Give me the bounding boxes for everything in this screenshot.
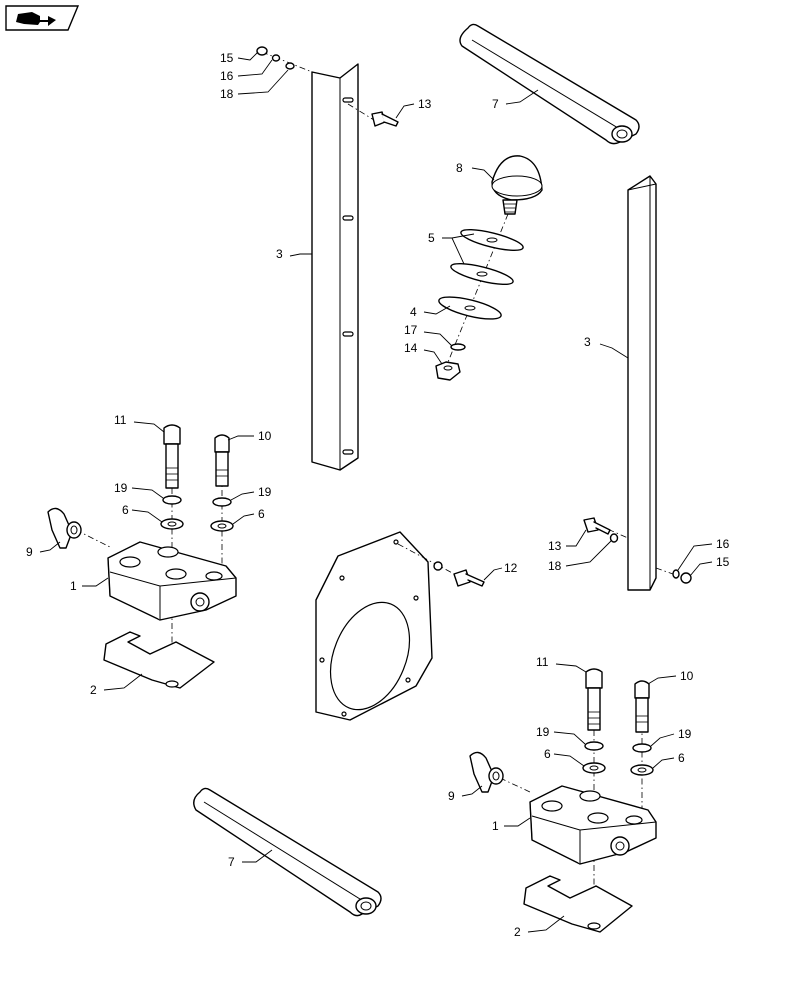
callout-1-right: 1 bbox=[492, 817, 531, 833]
svg-text:6: 6 bbox=[122, 503, 129, 517]
callout-13-top: 13 bbox=[395, 97, 432, 119]
svg-text:6: 6 bbox=[678, 751, 685, 765]
svg-text:12: 12 bbox=[504, 561, 518, 575]
bolt-part-10-right bbox=[634, 680, 650, 830]
svg-text:18: 18 bbox=[548, 559, 562, 573]
svg-text:2: 2 bbox=[514, 925, 521, 939]
bracket-part-1-left bbox=[107, 541, 237, 621]
callout-11-left: 11 bbox=[114, 413, 165, 433]
washers-right bbox=[582, 741, 654, 776]
svg-text:14: 14 bbox=[404, 341, 418, 355]
svg-text:19: 19 bbox=[678, 727, 692, 741]
plate-part-2-right bbox=[523, 875, 633, 933]
callout-13-right: 13 bbox=[548, 529, 587, 553]
svg-text:2: 2 bbox=[90, 683, 97, 697]
callout-8: 8 bbox=[456, 161, 495, 181]
callout-16-right: 16 bbox=[677, 537, 730, 571]
clip-part-9-left bbox=[47, 507, 113, 549]
callout-10-right: 10 bbox=[647, 669, 694, 685]
svg-text:10: 10 bbox=[258, 429, 272, 443]
svg-text:6: 6 bbox=[258, 507, 265, 521]
clip-part-9-right bbox=[469, 751, 531, 793]
callout-18-top: 18 bbox=[220, 69, 289, 101]
callout-2-left: 2 bbox=[90, 673, 143, 697]
svg-text:15: 15 bbox=[716, 555, 730, 569]
callout-7-top: 7 bbox=[492, 89, 539, 111]
callout-6-left-b: 6 bbox=[232, 507, 265, 525]
callout-19-left-a: 19 bbox=[114, 481, 164, 499]
svg-text:8: 8 bbox=[456, 161, 463, 175]
bolt-part-13-top bbox=[347, 103, 399, 127]
mounting-plate-center bbox=[315, 531, 433, 721]
washers-left bbox=[160, 495, 234, 532]
callout-4: 4 bbox=[410, 305, 451, 319]
callout-3-left: 3 bbox=[276, 247, 312, 261]
svg-text:16: 16 bbox=[716, 537, 730, 551]
svg-text:17: 17 bbox=[404, 323, 418, 337]
svg-text:19: 19 bbox=[536, 725, 550, 739]
callout-12: 12 bbox=[483, 561, 518, 581]
svg-text:5: 5 bbox=[428, 231, 435, 245]
bracket-part-1-right bbox=[529, 785, 657, 865]
upright-part-3-right bbox=[627, 175, 657, 591]
callout-1-left: 1 bbox=[70, 577, 109, 593]
washer-part-4 bbox=[438, 296, 502, 320]
svg-text:11: 11 bbox=[536, 655, 549, 669]
svg-text:10: 10 bbox=[680, 669, 694, 683]
callout-9-left: 9 bbox=[26, 541, 61, 559]
bolt-part-10-left bbox=[214, 434, 230, 590]
svg-text:1: 1 bbox=[70, 579, 77, 593]
lock-washer-part-17 bbox=[450, 343, 466, 351]
svg-text:11: 11 bbox=[114, 413, 127, 427]
svg-text:7: 7 bbox=[492, 97, 499, 111]
svg-text:13: 13 bbox=[418, 97, 432, 111]
callout-19-right-b: 19 bbox=[650, 727, 692, 747]
callout-15-top: 15 bbox=[220, 51, 259, 65]
svg-text:6: 6 bbox=[544, 747, 551, 761]
callout-11-right: 11 bbox=[536, 655, 587, 673]
plate-part-2-left bbox=[103, 631, 215, 689]
svg-text:18: 18 bbox=[220, 87, 234, 101]
svg-text:9: 9 bbox=[26, 545, 33, 559]
callout-10-left: 10 bbox=[227, 429, 272, 443]
rail-part-7-bottom bbox=[193, 787, 382, 917]
callout-5: 5 bbox=[428, 231, 475, 265]
fastener-stack-top-left bbox=[256, 46, 313, 73]
callout-6-right-a: 6 bbox=[544, 747, 585, 767]
nut-part-14 bbox=[435, 361, 461, 381]
svg-text:9: 9 bbox=[448, 789, 455, 803]
svg-text:19: 19 bbox=[258, 485, 272, 499]
svg-text:15: 15 bbox=[220, 51, 234, 65]
bolt-part-12 bbox=[397, 543, 485, 587]
callout-7-bottom: 7 bbox=[228, 849, 273, 869]
svg-text:3: 3 bbox=[584, 335, 591, 349]
svg-text:4: 4 bbox=[410, 305, 417, 319]
callout-19-right-a: 19 bbox=[536, 725, 586, 745]
callout-2-right: 2 bbox=[514, 915, 565, 939]
callout-6-left-a: 6 bbox=[122, 503, 163, 523]
svg-text:19: 19 bbox=[114, 481, 128, 495]
callout-3-right: 3 bbox=[584, 335, 629, 359]
book-arrow-icon[interactable] bbox=[5, 5, 80, 31]
svg-text:13: 13 bbox=[548, 539, 562, 553]
callout-9-right: 9 bbox=[448, 785, 483, 803]
rail-part-7-top bbox=[459, 23, 640, 145]
svg-text:3: 3 bbox=[276, 247, 283, 261]
svg-text:16: 16 bbox=[220, 69, 234, 83]
callout-17: 17 bbox=[404, 323, 453, 347]
svg-text:1: 1 bbox=[492, 819, 499, 833]
callout-18-right: 18 bbox=[548, 539, 613, 573]
washer-part-5 bbox=[450, 229, 524, 285]
rubber-bumper-part-8 bbox=[491, 155, 543, 215]
callout-19-left-b: 19 bbox=[230, 485, 272, 501]
fastener-stack-right-lower bbox=[583, 517, 692, 584]
svg-text:7: 7 bbox=[228, 855, 235, 869]
callout-15-right: 15 bbox=[689, 555, 730, 577]
callout-14: 14 bbox=[404, 341, 443, 365]
upright-part-3-left bbox=[311, 63, 359, 471]
callout-6-right-b: 6 bbox=[652, 751, 685, 769]
callout-16-top: 16 bbox=[220, 59, 273, 83]
